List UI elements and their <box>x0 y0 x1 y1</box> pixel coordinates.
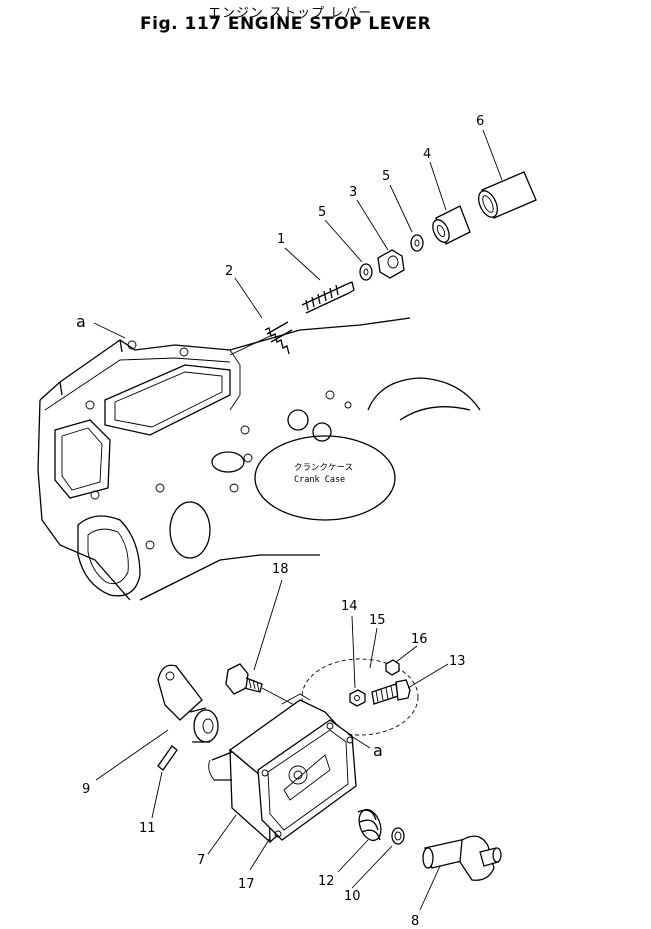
part-9-lever <box>157 664 219 743</box>
lower-assembly <box>95 579 502 911</box>
part-18-bolt <box>225 663 263 695</box>
part-4-bushing <box>432 205 471 245</box>
callout-a-upper: a <box>76 312 86 331</box>
part-13-screw <box>371 679 411 705</box>
part-14-nut <box>349 689 366 707</box>
callout-3: 3 <box>349 185 357 200</box>
callout-4: 4 <box>423 147 431 162</box>
crank-case-label-jp: クランクケース <box>294 463 353 473</box>
part-5-washer-2 <box>410 234 424 252</box>
crank-case-label-en: Crank Case <box>294 475 345 485</box>
part-8-shaft <box>422 835 502 881</box>
figure-title-jp: エンジン ストップ レバー <box>208 6 373 21</box>
callout-5-second: 5 <box>382 169 390 184</box>
callout-12: 12 <box>318 874 335 889</box>
part-2-spring <box>264 321 293 355</box>
part-16-nut <box>385 659 400 676</box>
figure-title-en: Fig. 117 ENGINE STOP LEVER <box>140 14 432 34</box>
callout-9: 9 <box>82 782 90 797</box>
part-11-pin <box>157 745 178 771</box>
part-3-nut <box>377 249 405 279</box>
callout-1: 1 <box>277 232 285 247</box>
callout-10: 10 <box>344 889 361 904</box>
callout-17: 17 <box>238 877 255 892</box>
upper-parts <box>93 129 537 356</box>
callout-18: 18 <box>272 562 289 577</box>
callout-11: 11 <box>139 821 156 836</box>
part-12-spring <box>357 808 382 842</box>
callout-6: 6 <box>476 114 484 129</box>
part-6-sleeve <box>477 171 537 219</box>
callout-5: 5 <box>318 205 326 220</box>
callout-labels: 1 2 3 4 5 5 6 7 8 9 10 11 12 13 14 15 16… <box>76 114 484 929</box>
callout-13: 13 <box>449 654 466 669</box>
part-10-washer <box>391 827 405 845</box>
engine-housing <box>37 317 481 601</box>
part-17-gasket <box>257 719 357 841</box>
part-5-washer <box>359 263 373 281</box>
callout-7: 7 <box>197 853 205 868</box>
callout-15: 15 <box>369 613 386 628</box>
callout-14: 14 <box>341 599 358 614</box>
callout-8: 8 <box>411 914 419 929</box>
callout-2: 2 <box>225 264 233 279</box>
part-1-spring-rod <box>301 281 355 314</box>
callout-16: 16 <box>411 632 428 647</box>
callout-a-lower: a <box>373 741 383 760</box>
